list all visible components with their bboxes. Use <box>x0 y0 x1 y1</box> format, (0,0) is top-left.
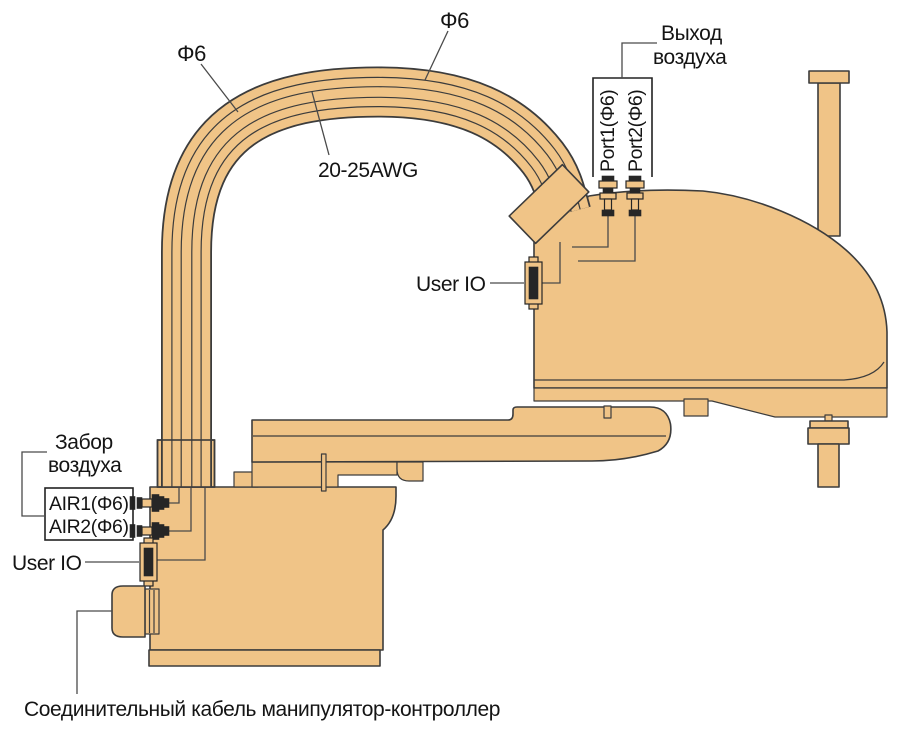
awg-leader <box>311 91 330 156</box>
user-io-connector-left <box>139 537 158 587</box>
cable-gland <box>111 585 160 638</box>
label-awg: 20-25AWG <box>318 159 418 182</box>
arm1-foot <box>396 461 424 482</box>
label-air-intake-line1: Забор <box>55 431 113 454</box>
port2-fitting-icon <box>625 175 645 217</box>
label-port2: Port2(Φ6) <box>625 90 647 172</box>
label-cable-caption: Соединительный кабель манипулятор-контро… <box>24 698 500 721</box>
label-air-intake-line2: воздуха <box>48 454 122 477</box>
air-intake-bracket <box>21 451 47 517</box>
label-port1: Port1(Φ6) <box>597 90 619 172</box>
cable-duct-clamp-edge <box>156 439 216 488</box>
tube-routing-lines <box>157 216 636 561</box>
air-intake-label-box <box>44 487 134 541</box>
phi-left-leader <box>200 63 239 113</box>
quill-nub <box>824 414 833 422</box>
cable-clamp-arm2 <box>508 163 590 245</box>
label-air-outlet-line1: Выход <box>661 22 722 45</box>
label-phi-left: Φ6 <box>177 41 206 66</box>
quill-washer <box>809 420 849 429</box>
label-air-outlet-line2: воздуха <box>653 46 727 69</box>
base-bottom-plate <box>148 649 381 667</box>
label-phi-top: Φ6 <box>440 8 469 33</box>
quill-collar <box>807 427 850 445</box>
quill-shaft-bottom <box>817 443 840 488</box>
arm1-link <box>251 406 672 463</box>
label-air2: AIR2(Φ6) <box>49 516 129 538</box>
arm2-under-tab <box>683 398 709 417</box>
label-user-io-left: User IO <box>12 552 82 575</box>
quill-cap <box>808 70 850 84</box>
label-user-io-right: User IO <box>416 273 486 296</box>
robot-base <box>149 486 397 651</box>
arm2-bottom-seam <box>534 361 885 381</box>
arm1-top-nub <box>603 405 612 419</box>
joint1-pin <box>320 453 327 492</box>
air-outlet-bracket <box>621 42 657 78</box>
port1-fitting-icon <box>598 175 618 217</box>
phi-top-leader <box>424 30 449 81</box>
quill-shaft-top <box>817 82 841 237</box>
arm2-under-cover <box>533 387 888 418</box>
cable-gland-leader <box>76 610 112 694</box>
user-io-connector-right <box>524 256 543 310</box>
label-air1: AIR1(Φ6) <box>49 493 129 515</box>
